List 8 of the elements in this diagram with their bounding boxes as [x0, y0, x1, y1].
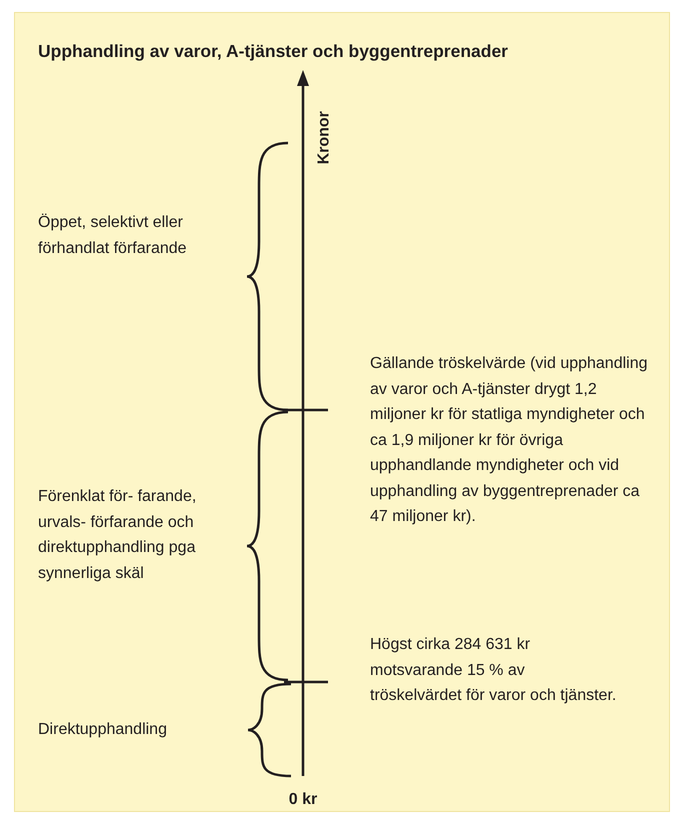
- axis-zero-label: 0 kr: [288, 790, 318, 810]
- diagram-title: Upphandling av varor, A-tjänster och byggentreprenader: [38, 40, 509, 62]
- threshold-note: Högst cirka 284 631 kr motsvarande 15 % av tröskelvärdet för varor och tjänster.: [370, 635, 618, 706]
- range-label: Direktupphandling: [38, 720, 168, 740]
- range-label: Förenklat för- farande, urvals- förfarande och direktupphandling pga synnerliga skäl: [38, 487, 198, 584]
- threshold-note: Gällande tröskelvärde (vid upphandling av varor och A-tjänster drygt 1,2 miljoner kr för statliga myndigheter och ca 1,9 miljoner kr för övriga upphandlande myndigheter och vid upphandling av byggentreprenader ca 47 miljoner kr).: [370, 354, 649, 527]
- axis-label: Kronor: [314, 110, 334, 166]
- range-label: Öppet, selektivt eller förhandlat förfarande: [38, 212, 188, 258]
